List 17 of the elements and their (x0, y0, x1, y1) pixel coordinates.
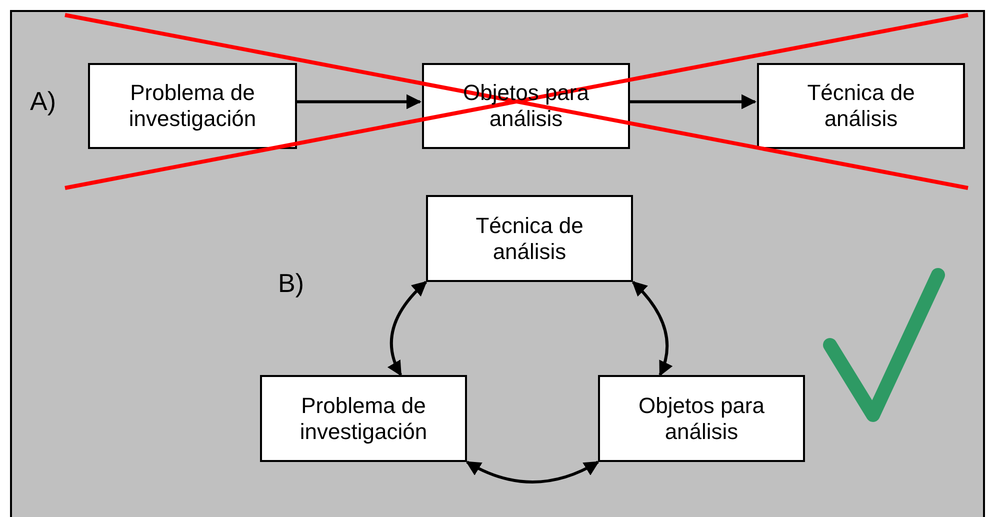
process-box (598, 375, 805, 462)
process-box (757, 63, 965, 149)
section-label: A) (30, 86, 56, 117)
box-label: Técnica de análisis (474, 212, 584, 264)
section-label: B) (278, 268, 304, 299)
arrow (632, 280, 672, 376)
box-label: Técnica de análisis (806, 80, 916, 132)
arrow (388, 280, 428, 376)
box-label: Objetos para análisis (638, 392, 766, 444)
process-box (260, 375, 467, 462)
box-label: Problema de investigación (298, 392, 428, 444)
box-label: Problema de investigación (128, 80, 258, 132)
arrow (630, 94, 756, 110)
arrow (466, 460, 600, 484)
arrow (297, 94, 422, 110)
process-box (88, 63, 297, 149)
process-box (426, 195, 633, 282)
